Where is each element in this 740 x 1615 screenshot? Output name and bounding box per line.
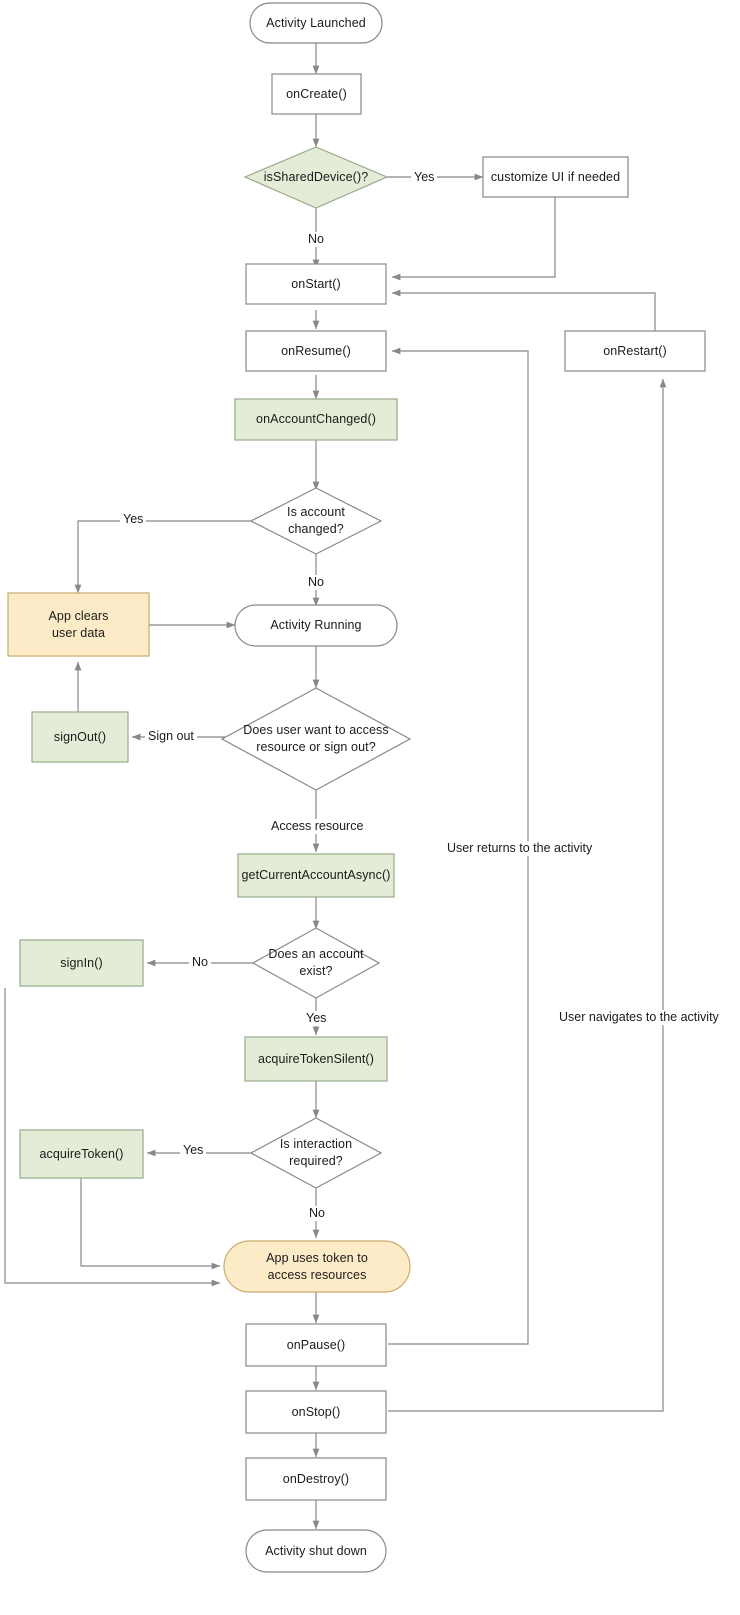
edge-onstop-to-onrestart: [388, 378, 667, 1412]
shape-on-pause[interactable]: [245, 1323, 387, 1367]
shape-on-create[interactable]: [271, 73, 362, 115]
shape-activity-shut-down[interactable]: [245, 1529, 387, 1573]
shape-on-resume[interactable]: [245, 330, 387, 372]
edge-label-user-navigates: User navigates to the activity: [556, 1010, 722, 1025]
edge-onrestart-to-onstart: [391, 289, 656, 340]
shape-app-clears-user-data[interactable]: [7, 592, 150, 657]
shape-on-stop[interactable]: [245, 1390, 387, 1434]
edge-label-sign-out-branch: Sign out: [145, 729, 197, 744]
shape-acquire-token-silent[interactable]: [244, 1036, 388, 1082]
shape-customize-ui[interactable]: [482, 156, 629, 198]
edge-label-interaction-no: No: [306, 1206, 328, 1221]
shape-sign-out[interactable]: [31, 711, 129, 763]
shape-app-uses-token[interactable]: [223, 1240, 411, 1293]
edge-customize-to-onstart: [391, 197, 556, 281]
edge-label-shared-device-no: No: [305, 232, 327, 247]
edge-label-account-changed-yes: Yes: [120, 512, 147, 527]
edge-label-account-changed-no: No: [305, 575, 327, 590]
edge-label-interaction-yes: Yes: [180, 1143, 207, 1158]
edge-label-access-resource-branch: Access resource: [268, 819, 367, 834]
node-shape-group: [7, 2, 706, 1573]
shape-sign-in[interactable]: [19, 939, 144, 987]
edge-label-shared-device-yes: Yes: [411, 170, 438, 185]
shape-is-shared-device[interactable]: [243, 146, 389, 209]
edge-label-user-returns: User returns to the activity: [444, 841, 596, 856]
shape-get-current-account[interactable]: [237, 853, 395, 898]
shape-access-or-signout[interactable]: [220, 687, 412, 791]
shape-on-restart[interactable]: [564, 330, 706, 372]
edge-label-account-exists-yes: Yes: [303, 1011, 330, 1026]
edge-label-account-exists-no: No: [189, 955, 211, 970]
shape-on-start[interactable]: [245, 263, 387, 305]
shape-activity-running[interactable]: [234, 604, 398, 647]
shape-acquire-token[interactable]: [19, 1129, 144, 1179]
shape-activity-launched[interactable]: [249, 2, 383, 44]
edge-accountchanged-yes-to-clears: [74, 520, 251, 594]
shape-account-exists[interactable]: [251, 927, 381, 999]
shape-on-account-changed[interactable]: [234, 398, 398, 441]
shape-interaction-required[interactable]: [249, 1117, 383, 1189]
edge-signin-to-appuses: [4, 988, 221, 1287]
edge-acquiretoken-to-appuses: [80, 1178, 221, 1270]
shape-on-destroy[interactable]: [245, 1457, 387, 1501]
shape-is-account-changed[interactable]: [249, 487, 383, 555]
